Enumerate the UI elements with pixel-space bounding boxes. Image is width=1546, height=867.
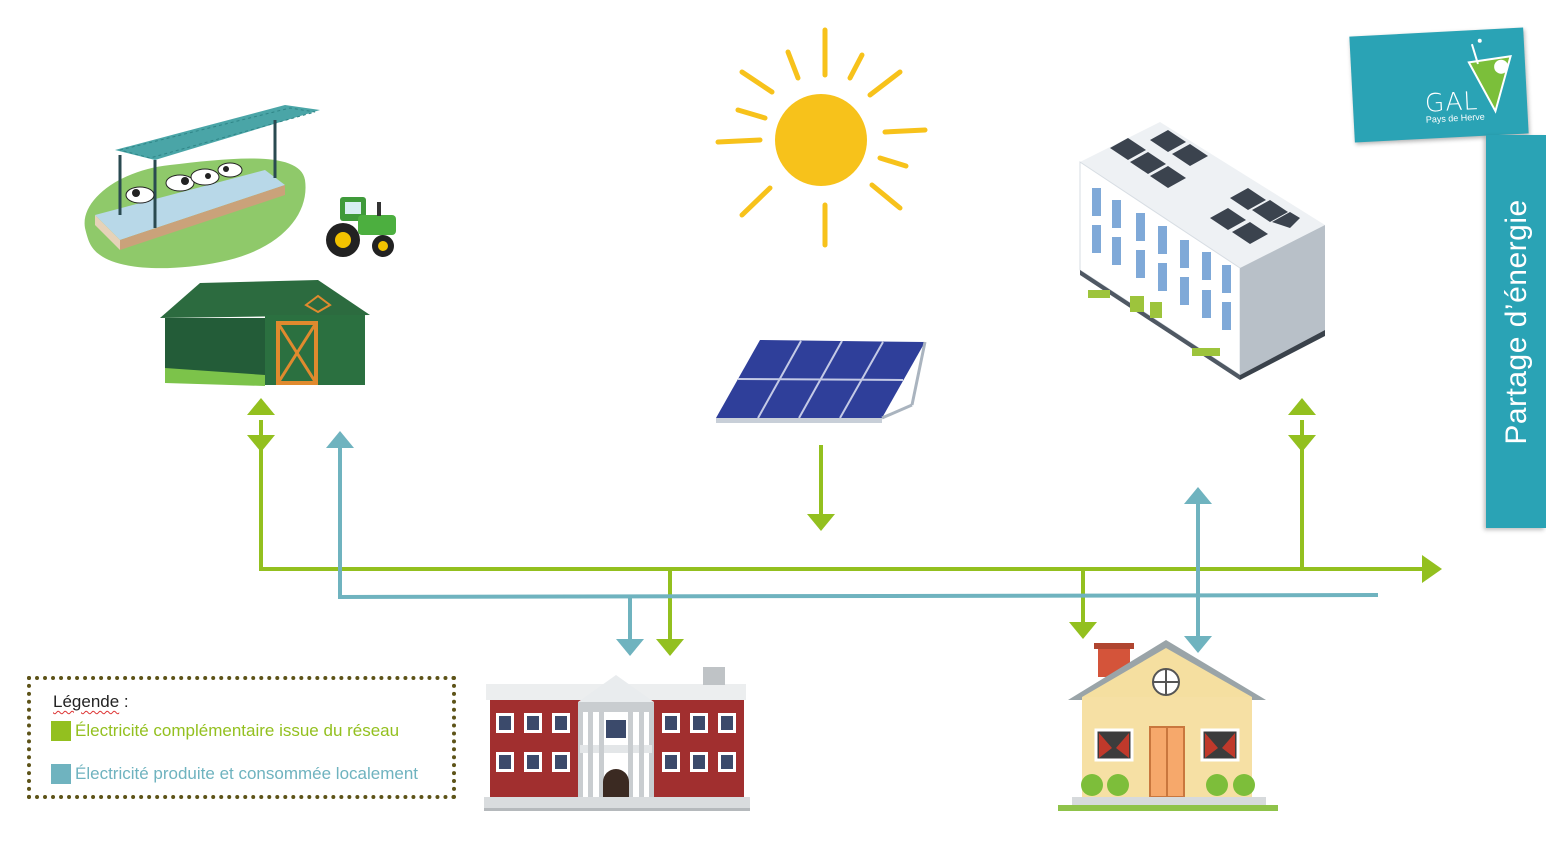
sun-icon (715, 27, 928, 248)
legend-item-grid: Électricité complémentaire issue du rése… (51, 721, 399, 741)
solar-panel-icon (716, 340, 927, 423)
legend: Légende : Électricité complémentaire iss… (27, 676, 456, 799)
legend-item-local: Électricité produite et consommée locale… (51, 764, 418, 784)
legend-swatch-local (51, 764, 71, 784)
sidebar-panel (1486, 135, 1546, 528)
grid-electricity-lines (259, 420, 1422, 640)
office-building-icon (1079, 122, 1325, 380)
school-building-icon (484, 667, 750, 811)
legend-label-local: Électricité produite et consommée locale… (75, 764, 418, 783)
gal-logo-icon (1467, 38, 1512, 114)
legend-title: Légende : (53, 692, 129, 712)
house-icon (1058, 640, 1278, 811)
legend-title-word: Légende (53, 692, 120, 711)
tractor-icon (326, 197, 396, 257)
legend-title-suffix: : (119, 692, 129, 711)
sidebar-title: Partage d’énergie (1500, 199, 1533, 445)
barn-icon (160, 280, 370, 386)
grid-electricity-arrows (247, 398, 1442, 656)
legend-swatch-grid (51, 721, 71, 741)
gal-logo: GAL Pays de Herve (1349, 27, 1529, 143)
farm-icon (84, 105, 320, 269)
local-electricity-lines (338, 448, 1379, 640)
legend-label-grid: Électricité complémentaire issue du rése… (75, 721, 400, 740)
local-electricity-arrows (326, 431, 1212, 656)
